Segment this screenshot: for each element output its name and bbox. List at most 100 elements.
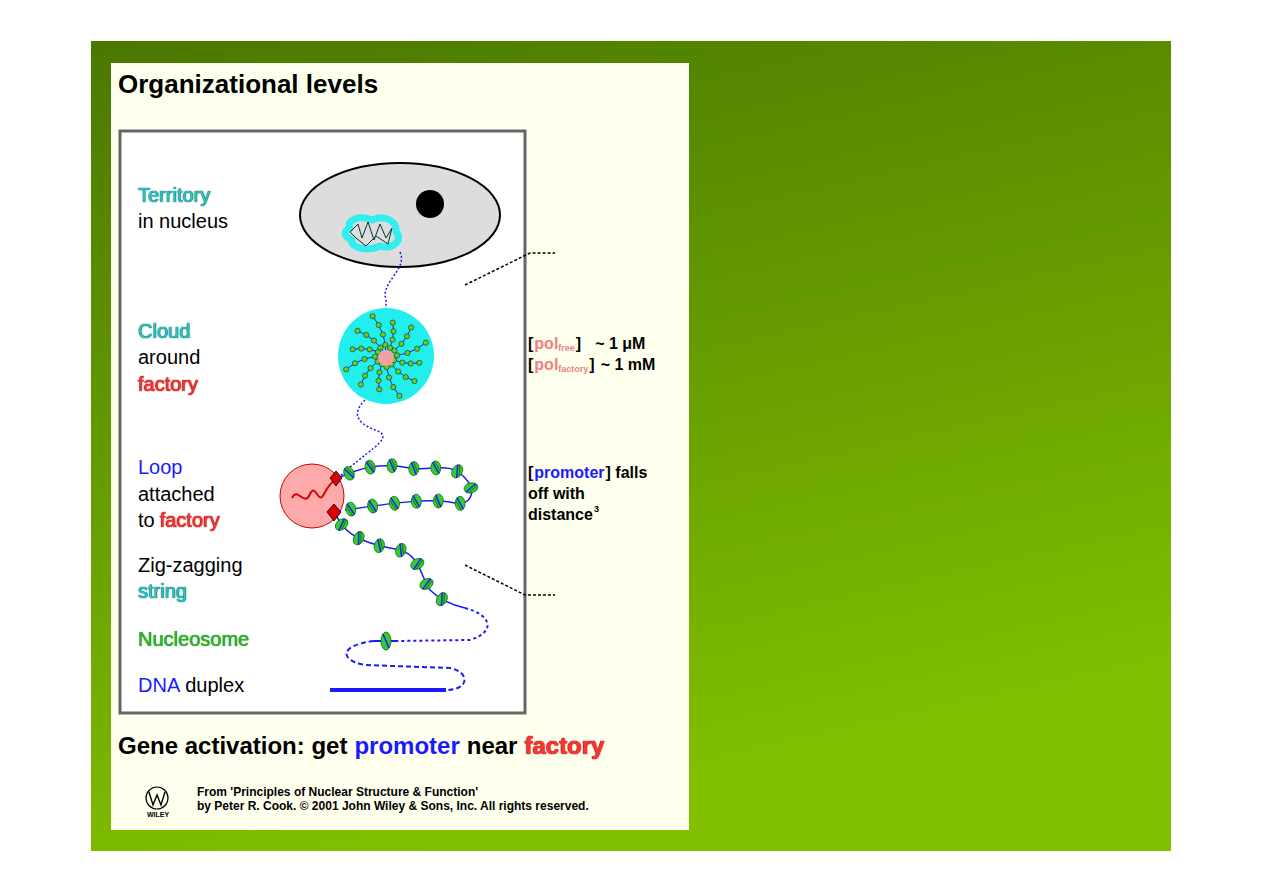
- nucleosome: [433, 494, 444, 508]
- nucleosome-bead: [414, 346, 419, 351]
- nucleus: [300, 163, 500, 267]
- publisher-logo: [149, 792, 165, 805]
- nucleosome: [409, 556, 426, 572]
- nucleosome-bead: [392, 348, 397, 353]
- nucleosome-bead: [409, 325, 414, 330]
- dna-link: [346, 641, 464, 690]
- territory-fibre: [350, 222, 392, 246]
- concentration: ~ 1 μM: [595, 335, 645, 353]
- title: Organizational levels: [118, 70, 378, 100]
- level-name: Territory: [138, 184, 210, 207]
- nucleosome: [381, 632, 391, 650]
- nucleosome-bead: [404, 334, 409, 339]
- level-text: attached: [138, 483, 215, 506]
- nucleosome: [389, 496, 401, 511]
- nucleosome-bead: [391, 329, 396, 334]
- promoter-diamond: [327, 504, 341, 521]
- promoter-label: promoter: [534, 464, 604, 482]
- bracket: [: [528, 464, 533, 482]
- level-text: in nucleus: [138, 210, 228, 233]
- nucleosome-bead: [376, 322, 381, 327]
- nucleosome-bead: [377, 370, 382, 375]
- factory-word: factory: [138, 373, 198, 396]
- level-name: DNA: [138, 674, 180, 697]
- factory-small: [378, 350, 394, 366]
- caption: near: [467, 732, 518, 760]
- nucleosome-bead: [352, 361, 357, 366]
- caption: Gene activation: get: [118, 732, 347, 760]
- nucleosome-bead: [377, 387, 382, 392]
- subscript: factory: [558, 364, 588, 374]
- nucleosome-bead: [362, 373, 367, 378]
- nucleosome-bead: [405, 350, 410, 355]
- subscript: free: [558, 343, 575, 353]
- level-text: to: [138, 509, 155, 532]
- nucleosome: [394, 542, 408, 558]
- nucleosome-bead: [378, 345, 383, 350]
- nucleosome: [367, 498, 379, 513]
- nucleosome-bead: [371, 338, 376, 343]
- fibre-link: [385, 252, 401, 308]
- factory-circle: [280, 464, 344, 528]
- nucleosome-bead: [400, 360, 405, 365]
- figure-frame: [120, 131, 525, 713]
- chromatin-loop: [373, 316, 386, 356]
- nucleosome: [430, 461, 441, 476]
- nucleosome: [408, 461, 419, 476]
- nucleosome-bead: [368, 366, 373, 371]
- level-name: string: [138, 580, 187, 603]
- green-background: [91, 41, 1171, 851]
- nucleosome-bead: [395, 353, 400, 358]
- nucleosome: [345, 502, 357, 517]
- nucleosome-bead: [344, 367, 349, 372]
- nucleosome-bead: [390, 320, 395, 325]
- publisher-name: WILEY: [147, 811, 169, 819]
- nucleosome-bead: [396, 369, 401, 374]
- nucleosome-bead: [362, 356, 367, 361]
- nucleosome-bead: [359, 346, 364, 351]
- promoter-diamond: [330, 471, 342, 486]
- nucleosome-bead: [370, 314, 375, 319]
- nucleosome-bead: [412, 379, 417, 384]
- nucleosome-bead: [372, 354, 377, 359]
- copyright: by Peter R. Cook. © 2001 John Wiley & So…: [197, 800, 589, 814]
- polymerase-label: pol: [534, 335, 558, 353]
- nucleosome-bead: [397, 393, 402, 398]
- publisher-logo: [146, 787, 168, 809]
- level-name: Loop: [138, 456, 183, 479]
- level-name: Nucleosome: [138, 628, 249, 651]
- nucleosome: [411, 494, 422, 509]
- nucleosome-bead: [358, 382, 363, 387]
- nucleosome-bead: [423, 340, 428, 345]
- caption: promoter: [354, 732, 459, 760]
- level-text: around: [138, 346, 200, 369]
- nucleosome: [455, 496, 466, 510]
- zoom-line: [465, 253, 555, 285]
- note: ] falls: [606, 464, 648, 482]
- chromosome-territory: [345, 218, 399, 249]
- nucleosome-bead: [383, 342, 388, 347]
- nucleosome-bead: [364, 332, 369, 337]
- nucleosome: [418, 576, 435, 591]
- bracket: [: [528, 335, 533, 353]
- nucleolus: [416, 190, 444, 218]
- nucleosome-bead: [355, 328, 360, 333]
- nucleosome-bead: [367, 347, 372, 352]
- nucleosome-bead: [386, 375, 391, 380]
- nucleosome-bead: [408, 361, 413, 366]
- nucleosome-bead: [399, 341, 404, 346]
- nucleosome: [351, 530, 366, 547]
- nucleosome: [387, 458, 398, 472]
- nucleosome-bead: [391, 384, 396, 389]
- nucleosome: [364, 459, 376, 475]
- cloud: [338, 308, 434, 404]
- nucleosome-bead: [376, 378, 381, 383]
- bracket: ]: [589, 356, 594, 374]
- nucleosome-bead: [403, 374, 408, 379]
- nucleosome-bead: [390, 337, 395, 342]
- transcript: [292, 479, 336, 499]
- factory-word: factory: [160, 509, 220, 532]
- concentration: ~ 1 mM: [601, 356, 656, 374]
- polymerase-label: pol: [534, 356, 558, 374]
- nucleosome-bead: [380, 332, 385, 337]
